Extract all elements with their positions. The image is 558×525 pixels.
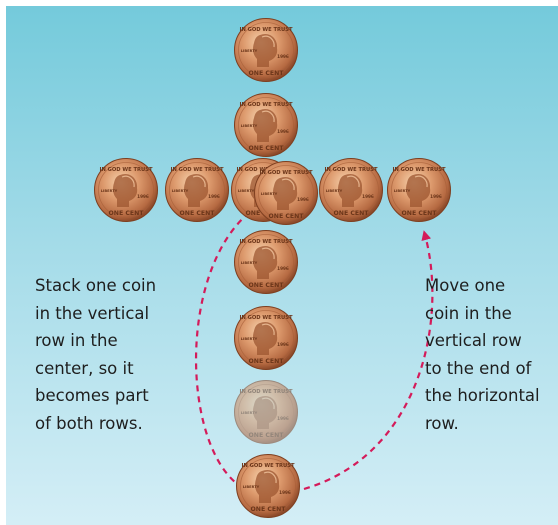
left-instruction-text: Stack one coin in the vertical row in th…	[35, 272, 156, 437]
coin-year: 1996	[208, 194, 220, 199]
coin-denomination: ONE CENT	[249, 358, 285, 365]
coin-year: 1996	[279, 490, 291, 495]
left-caption-line: of both rows.	[35, 413, 143, 433]
coin-motto: IN GOD WE TRUST	[242, 463, 295, 469]
coin-liberty: LIBERTY	[238, 189, 255, 193]
coin-denomination: ONE CENT	[402, 210, 438, 217]
coin-denomination: ONE CENT	[180, 210, 216, 217]
coin-liberty: LIBERTY	[326, 189, 343, 193]
coin-denomination: ONE CENT	[249, 145, 285, 152]
coin-liberty: LIBERTY	[101, 189, 118, 193]
coin-year: 1996	[277, 266, 289, 271]
coin-motto: IN GOD WE TRUST	[240, 389, 293, 395]
right-caption-line: vertical row	[425, 331, 522, 350]
left-caption-line: center, so it	[35, 358, 134, 378]
coin-liberty: LIBERTY	[172, 189, 189, 193]
coin-year: 1996	[430, 194, 442, 199]
coin-denomination: ONE CENT	[334, 210, 370, 217]
coin-liberty: LIBERTY	[241, 261, 258, 265]
coin-denomination: ONE CENT	[109, 210, 145, 217]
coin-year: 1996	[137, 194, 149, 199]
coin-denomination: ONE CENT	[249, 70, 285, 77]
coin-denomination: ONE CENT	[249, 282, 285, 289]
coin-year: 1996	[277, 54, 289, 59]
coin-liberty: LIBERTY	[241, 124, 258, 128]
right-caption-line: row.	[425, 413, 459, 433]
coin-denomination: ONE CENT	[251, 506, 287, 513]
right-caption-line: coin in the	[425, 303, 512, 323]
coin-liberty: LIBERTY	[243, 485, 260, 489]
left-caption-line: becomes part	[35, 386, 149, 405]
left-caption-line: Stack one coin	[35, 276, 157, 295]
right-caption-line: Move one	[425, 276, 506, 295]
coin-motto: IN GOD WE TRUST	[260, 170, 313, 176]
arrow-left-stack	[195, 203, 263, 489]
coin-motto: IN GOD WE TRUST	[393, 167, 446, 173]
coin-motto: IN GOD WE TRUST	[240, 239, 293, 245]
coin-denomination: ONE CENT	[269, 213, 305, 220]
left-caption-line: in the vertical	[35, 303, 150, 323]
arrow-right-move	[303, 230, 434, 491]
left-caption-line: row in the	[35, 331, 118, 350]
coin-liberty: LIBERTY	[241, 411, 258, 415]
coin-motto: IN GOD WE TRUST	[240, 27, 293, 33]
coin-motto: IN GOD WE TRUST	[100, 167, 153, 173]
coin-liberty: LIBERTY	[394, 189, 411, 193]
coin-liberty: LIBERTY	[241, 49, 258, 53]
coin-year: 1996	[277, 129, 289, 134]
coin-year: 1996	[277, 416, 289, 421]
right-caption-line: to the end of	[425, 358, 532, 378]
right-instruction-text: Move one coin in the vertical row to the…	[425, 272, 540, 437]
coin-liberty: LIBERTY	[261, 192, 278, 196]
coin-motto: IN GOD WE TRUST	[237, 167, 290, 173]
coin-year: 1996	[297, 197, 309, 202]
coin-motto: IN GOD WE TRUST	[325, 167, 378, 173]
coin-denomination: ONE CENT	[249, 432, 285, 439]
coin-motto: IN GOD WE TRUST	[240, 102, 293, 108]
coin-year: 1996	[362, 194, 374, 199]
coin-liberty: LIBERTY	[241, 337, 258, 341]
right-caption-line: the horizontal	[425, 386, 540, 405]
coin-motto: IN GOD WE TRUST	[171, 167, 224, 173]
coin-year: 1996	[277, 342, 289, 347]
coin-motto: IN GOD WE TRUST	[240, 315, 293, 321]
